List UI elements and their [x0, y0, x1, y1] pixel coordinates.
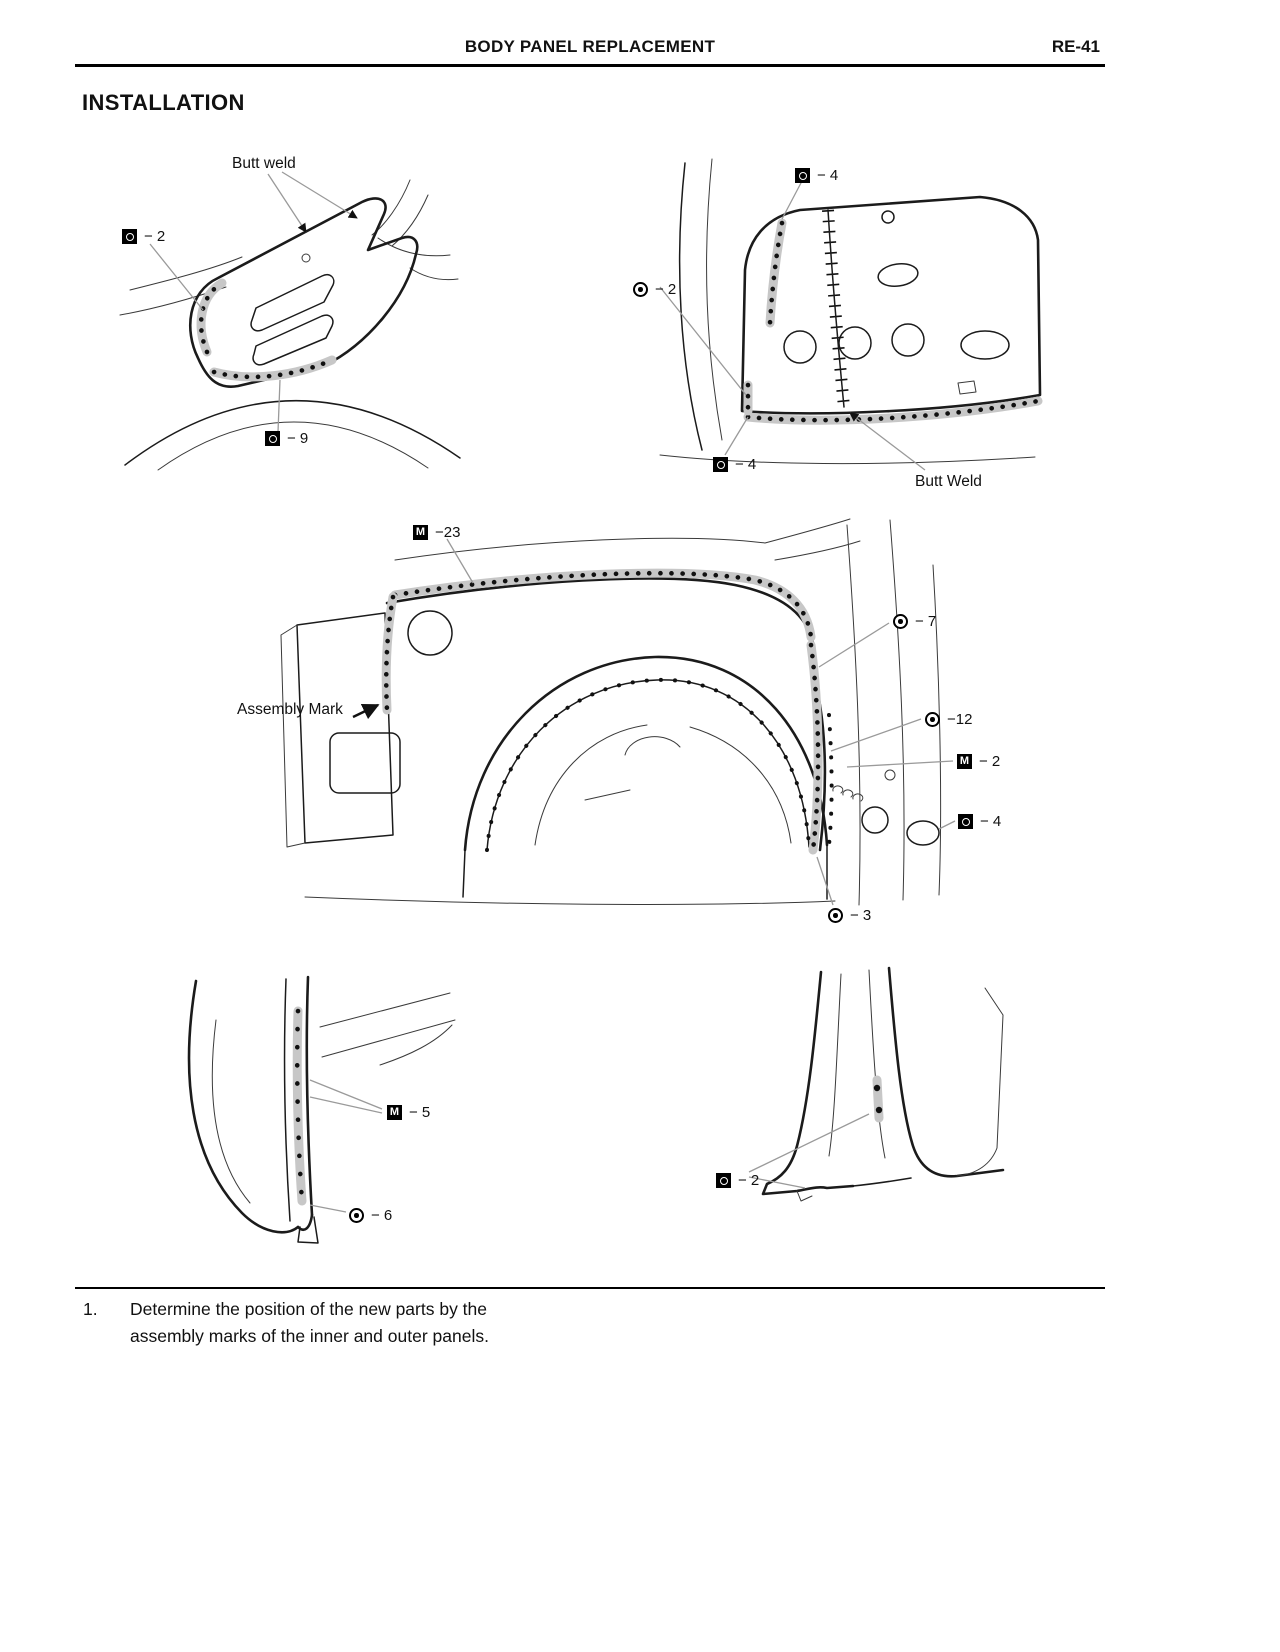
spot-weld-icon — [716, 1173, 731, 1188]
weld-callout: − 4 — [795, 167, 838, 184]
plug-weld-icon — [828, 908, 843, 923]
spot-weld-icon — [795, 168, 810, 183]
weld-count: −23 — [435, 524, 461, 541]
plug-weld-icon — [925, 712, 940, 727]
weld-count: − 6 — [371, 1207, 393, 1224]
page-title: BODY PANEL REPLACEMENT — [464, 37, 716, 56]
diagram-cowl-side — [119, 171, 461, 471]
diagram-center-pillar — [748, 966, 1005, 1202]
page-number: RE-41 — [1051, 37, 1100, 56]
diagram-quarter-inner — [659, 158, 1043, 471]
weld-count: − 2 — [979, 753, 1001, 770]
butt-weld-label: Butt weld — [232, 155, 296, 172]
weld-callout: − 4 — [958, 813, 1001, 830]
header-rule — [75, 64, 1105, 67]
weld-count: − 4 — [980, 813, 1002, 830]
mig-weld-icon: M — [413, 525, 428, 540]
weld-count: −12 — [947, 711, 973, 728]
weld-callout: − 6 — [349, 1207, 392, 1224]
step-number: 1. — [83, 1299, 98, 1319]
weld-callout: − 2 — [633, 281, 676, 298]
weld-count: − 2 — [144, 228, 166, 245]
weld-count: − 9 — [287, 430, 309, 447]
plug-weld-icon — [633, 282, 648, 297]
section-title: INSTALLATION — [82, 90, 245, 115]
spot-weld-icon — [265, 431, 280, 446]
weld-callout: − 9 — [265, 430, 308, 447]
diagram-fender-apron — [280, 518, 956, 906]
spot-weld-icon — [122, 229, 137, 244]
weld-count: − 7 — [915, 613, 937, 630]
weld-count: − 2 — [738, 1172, 760, 1189]
spot-weld-icon — [958, 814, 973, 829]
spot-weld-icon — [713, 457, 728, 472]
weld-callout: − 2 — [716, 1172, 759, 1189]
assembly-mark-label: Assembly Mark — [237, 701, 343, 718]
weld-count: − 4 — [735, 456, 757, 473]
footer-rule — [75, 1287, 1105, 1289]
plug-weld-icon — [349, 1208, 364, 1223]
weld-callout: − 2 — [122, 228, 165, 245]
diagram-front-pillar — [187, 975, 456, 1244]
butt-weld-label: Butt Weld — [915, 473, 982, 490]
weld-count: − 2 — [655, 281, 677, 298]
weld-callout: − 7 — [893, 613, 936, 630]
step-text-line2: assembly marks of the inner and outer pa… — [130, 1326, 489, 1346]
step-text-line1: Determine the position of the new parts … — [130, 1299, 488, 1319]
mig-weld-icon: M — [387, 1105, 402, 1120]
weld-callout: M − 5 — [387, 1104, 430, 1121]
weld-callout: − 4 — [713, 456, 756, 473]
weld-callout: M −23 — [413, 524, 460, 541]
weld-callout: −12 — [925, 711, 972, 728]
weld-callout: − 3 — [828, 907, 871, 924]
mig-weld-icon: M — [957, 754, 972, 769]
plug-weld-icon — [893, 614, 908, 629]
weld-count: − 3 — [850, 907, 872, 924]
weld-count: − 5 — [409, 1104, 431, 1121]
weld-count: − 4 — [817, 167, 839, 184]
weld-callout: M − 2 — [957, 753, 1000, 770]
